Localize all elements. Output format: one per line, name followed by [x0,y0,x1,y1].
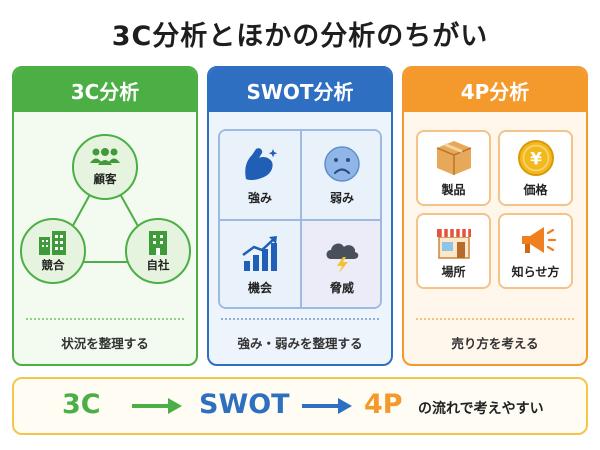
sad-face-icon [324,145,360,182]
node-company: 自社 [125,218,191,284]
swot-strengths-label: 強み [247,190,272,205]
arrow-right-icon [132,398,182,414]
card-3c-header: 3C分析 [14,68,196,112]
swot-opportunities-label: 機会 [247,280,272,295]
flow-caption: の流れで考えやすい [418,401,544,417]
p-promotion: 知らせ方 [498,213,573,289]
p-price-label: 価格 [523,182,548,197]
svg-text:¥: ¥ [530,149,542,169]
growth-chart-icon [242,235,277,271]
node-competitor: 競合 [20,218,86,284]
p-product-label: 製品 [441,182,466,197]
p-price: ¥ 価格 [498,130,573,206]
flexed-arm-icon [245,147,278,180]
flow-step-swot: SWOT [199,389,290,420]
node-customer: 顧客 [72,134,138,200]
store-icon [436,228,471,259]
buildings-icon [39,231,66,255]
swot-opportunities: 機会 [220,221,300,307]
arrow-right-icon [302,398,352,414]
card-4p: 4P分析 製品 ¥ 価格 場所 知らせ [402,66,588,366]
card-4p-header: 4P分析 [404,68,586,112]
page-title: 3C分析とほかの分析のちがい [111,21,489,52]
p-place: 場所 [416,213,491,289]
node-company-label: 自社 [146,258,170,272]
card-swot-header: SWOT分析 [209,68,391,112]
yen-coin-icon: ¥ [517,139,554,176]
card-swot: SWOT分析 強み 弱み [207,66,393,366]
p-promotion-label: 知らせ方 [511,264,560,279]
box-icon [436,140,471,175]
card-swot-footer: 強み・弱みを整理する [221,318,379,364]
swot-threats-label: 脅威 [329,280,354,295]
p-place-label: 場所 [441,264,466,279]
swot-grid: 強み 弱み 機会 脅威 [218,129,382,309]
card-3c-footer: 状況を整理する [26,318,184,364]
megaphone-icon [521,226,556,253]
swot-weaknesses-label: 弱み [329,190,354,205]
swot-strengths: 強み [220,131,300,219]
storm-cloud-icon [326,242,359,273]
node-competitor-label: 競合 [41,258,65,272]
swot-weaknesses: 弱み [302,131,380,219]
card-4p-footer: 売り方を考える [416,318,574,364]
card-3c: 3C分析 顧客 競合 自社 状況を整理 [12,66,198,366]
flow-step-4p: 4P [364,389,403,420]
node-customer-label: 顧客 [93,172,117,186]
p-product: 製品 [416,130,491,206]
flow-banner: 3C SWOT 4P の流れで考えやすい [12,377,588,435]
people-icon [90,148,120,165]
grid-divider-horizontal [220,219,380,221]
office-icon [149,231,167,255]
swot-threats: 脅威 [302,221,380,307]
flow-step-3c: 3C [62,389,101,420]
